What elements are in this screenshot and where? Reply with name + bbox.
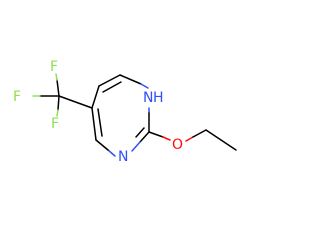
bond-n3-c4 <box>107 149 116 157</box>
bond-c4-c5-double <box>97 108 103 137</box>
atom-n1-label: N <box>143 90 153 106</box>
atom-oxygen-label: O <box>172 137 183 153</box>
atom-f-bottom-label: F <box>51 116 59 132</box>
bond-c2-n3-double <box>135 127 145 138</box>
atom-f-top-label: F <box>50 59 58 75</box>
bond-c2-o <box>148 131 164 138</box>
atom-f-left-label: F <box>13 89 21 105</box>
bond-o-ch2-black <box>192 129 207 138</box>
bond-n3-c4-black <box>95 139 109 151</box>
structure-diagram: N H N O F F F <box>13 59 237 165</box>
bond-cf3-f-top <box>56 79 60 97</box>
bond-c6-c7 <box>98 74 121 87</box>
atom-n1-hydrogen-label: H <box>153 90 164 106</box>
bond-c7-n1 <box>119 74 142 85</box>
atom-n3-label: N <box>118 149 128 165</box>
bond-c6-c7-double <box>102 81 122 93</box>
bond-c2-n3-colored <box>131 141 141 152</box>
bond-ch2-ch3 <box>205 129 237 151</box>
bond-c7-n1-colored <box>140 83 149 89</box>
bond-cf3-f-bottom <box>57 95 60 111</box>
bond-c2-n3 <box>139 131 150 143</box>
bond-cf3-f-top-colored <box>55 73 58 81</box>
bond-cf3-f-bottom-colored <box>56 109 59 117</box>
bond-o-ch2 <box>185 136 194 142</box>
bond-c5-c6 <box>91 85 100 109</box>
bond-c5-cf3 <box>58 95 93 109</box>
bond-c2-o-colored <box>162 136 171 141</box>
bond-c4-c5 <box>91 107 97 141</box>
